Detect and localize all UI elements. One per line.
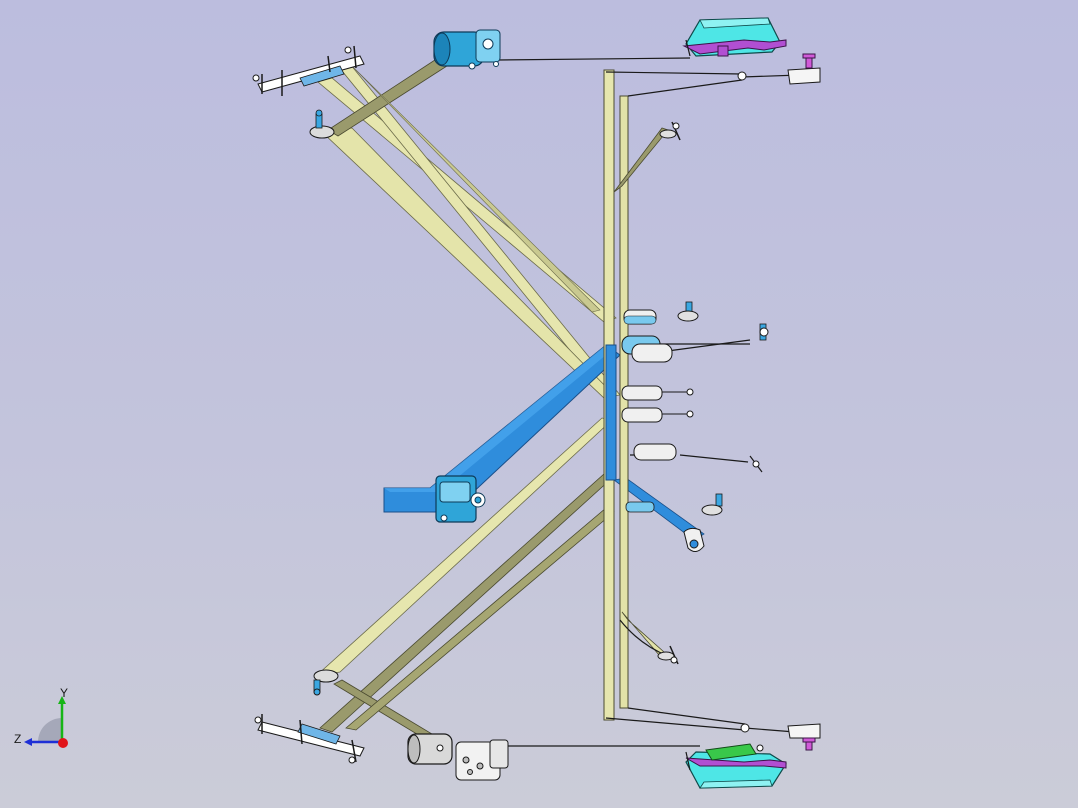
d-ring-top-left[interactable] — [309, 109, 335, 139]
wire-harness — [497, 57, 801, 747]
anchor-bracket-bottom-left[interactable] — [254, 714, 365, 764]
anchor-bracket-bottom-right[interactable] — [685, 743, 787, 789]
pillar-webbing — [603, 69, 669, 721]
z-axis-label: Z — [14, 732, 22, 746]
anchor-bracket-top-left[interactable] — [252, 45, 365, 96]
triad-axes-icon — [24, 696, 68, 748]
retractor-center[interactable] — [435, 475, 486, 523]
buckle-2[interactable] — [621, 323, 769, 363]
latch-plate-lower[interactable] — [625, 493, 723, 552]
buckle-1[interactable] — [623, 301, 699, 325]
pillar-bolt-upper[interactable] — [659, 121, 681, 141]
buckle-sensor-top-right[interactable] — [737, 53, 821, 85]
buckle-stack[interactable] — [621, 301, 769, 552]
webbing-straps — [314, 57, 705, 743]
buckle-3[interactable] — [621, 385, 694, 401]
anchor-bracket-top-right[interactable] — [682, 17, 787, 57]
buckle-5[interactable] — [633, 443, 763, 473]
view-orientation-triad[interactable]: Y Z — [8, 684, 80, 756]
d-ring-bottom-left[interactable] — [313, 669, 339, 696]
pillar-bolt-lower[interactable] — [657, 645, 679, 665]
retractor-bottom[interactable] — [407, 733, 509, 781]
buckle-4[interactable] — [621, 407, 694, 423]
retractor-top[interactable] — [433, 29, 501, 70]
y-axis-label: Y — [60, 686, 69, 700]
buckle-sensor-bottom-right[interactable] — [740, 723, 821, 751]
